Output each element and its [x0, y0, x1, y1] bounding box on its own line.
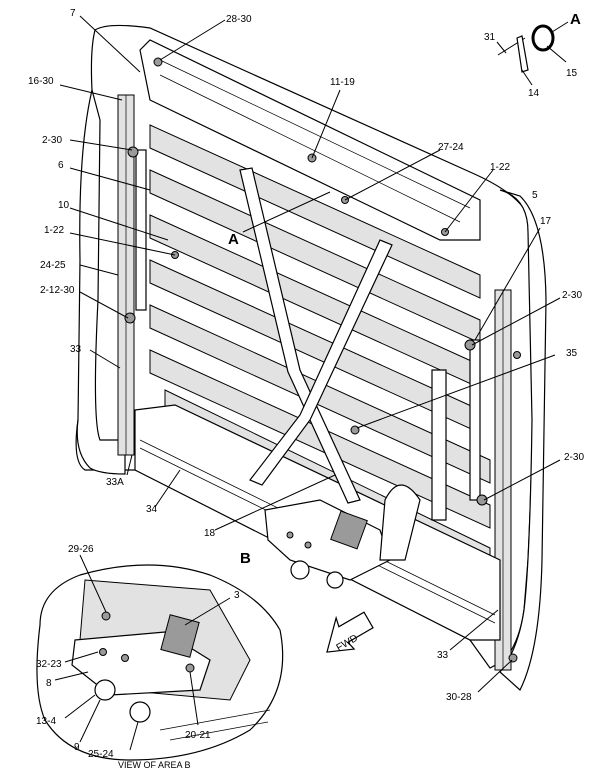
callout-29-26: 29-26 — [68, 544, 94, 555]
callout-1-22-right: 1-22 — [490, 162, 510, 173]
callout-11-19: 11-19 — [330, 77, 355, 88]
leader-lines — [54, 15, 569, 751]
callout-33-left: 33 — [70, 344, 82, 355]
callout-7: 7 — [70, 8, 76, 19]
callout-9: 9 — [74, 742, 80, 753]
callout-labels: 7 28-30 16-30 11-19 2-30 6 27-24 1-22 5 … — [28, 8, 584, 770]
callout-8: 8 — [46, 678, 52, 689]
callout-32-23: 32-23 — [36, 659, 62, 670]
radiator-guard-assembly — [75, 24, 547, 691]
callout-10: 10 — [58, 200, 70, 211]
callout-1-22-left: 1-22 — [44, 225, 64, 236]
callout-15: 15 — [566, 68, 578, 79]
callout-30-28: 30-28 — [446, 692, 472, 703]
callout-17: 17 — [540, 216, 552, 227]
callout-2-30-right-bottom: 2-30 — [564, 452, 584, 463]
callout-2-30-right-top: 2-30 — [562, 290, 582, 301]
callout-33-right: 33 — [437, 650, 449, 661]
callout-a-top: A — [570, 11, 581, 28]
callout-13-4: 13-4 — [36, 716, 56, 727]
callout-34: 34 — [146, 504, 158, 515]
view-caption: VIEW OF AREA B — [118, 760, 191, 770]
callout-28-30-top: 28-30 — [226, 14, 252, 25]
view-of-area-b — [36, 564, 284, 761]
callout-16-30: 16-30 — [28, 76, 54, 87]
callout-27-24: 27-24 — [438, 142, 464, 153]
callout-b: B — [240, 550, 251, 567]
callout-31: 31 — [484, 32, 496, 43]
detail-a-pin — [497, 24, 555, 73]
callout-25-24: 25-24 — [88, 749, 114, 760]
callout-18: 18 — [204, 528, 216, 539]
callout-a-mid: A — [228, 231, 239, 248]
callout-24-25: 24-25 — [40, 260, 66, 271]
forward-arrow — [326, 611, 374, 653]
callout-2-30-left: 2-30 — [42, 135, 62, 146]
callout-14: 14 — [528, 88, 540, 99]
callout-6: 6 — [58, 160, 64, 171]
callout-33a: 33A — [106, 477, 124, 488]
callout-5: 5 — [532, 190, 538, 201]
callout-3: 3 — [234, 590, 240, 601]
callout-35: 35 — [566, 348, 578, 359]
callout-20-21: 20-21 — [185, 730, 211, 741]
callout-2-12-30: 2-12-30 — [40, 285, 75, 296]
